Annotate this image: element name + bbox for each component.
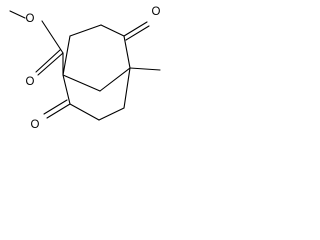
bond-bottom-ketone-double-a	[46, 103, 71, 119]
bond-lower-ch2-ch2	[98, 107, 125, 121]
structure-diagram: O O O O	[9, 6, 161, 131]
bond-bridgehead-upper-a	[62, 35, 71, 76]
bond-carbonyl-double-a	[37, 52, 64, 76]
bond-bridgehead-methylene	[62, 74, 101, 92]
bond-bridgehead2-methyl	[129, 67, 161, 71]
bond-o-carbonyl-c	[41, 20, 64, 54]
top-ketone-oxygen-label: O	[152, 6, 161, 18]
bottom-ketone-oxygen-label: O	[31, 119, 40, 131]
bond-lower-ch2-bridgehead2	[123, 67, 131, 109]
bond-ketone-top-ring	[123, 35, 131, 69]
bond-bottom-ketone-double-b	[43, 99, 68, 115]
bond-top-ketone-double-b	[125, 25, 150, 41]
bond-bridgehead-lower-ketone	[62, 74, 71, 105]
bond-upper-a-b	[69, 24, 102, 37]
bond-top-ketone-double-a	[123, 21, 148, 37]
bond-methyl-o	[9, 10, 26, 19]
bond-lower-ketone-ch2	[69, 103, 100, 121]
ester-oxygen-label: O	[26, 13, 35, 25]
bond-upper-b-c	[100, 24, 125, 37]
carbonyl-oxygen-label: O	[26, 76, 35, 88]
bond-carbonyl-double-b	[35, 49, 61, 73]
bond-methylene-bridgehead2	[99, 67, 131, 92]
